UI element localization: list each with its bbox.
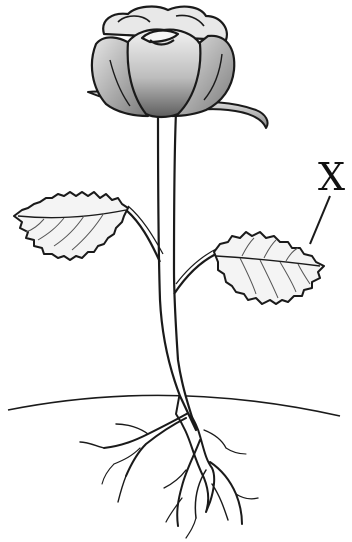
left-petiole xyxy=(126,210,160,262)
label-x-pointer xyxy=(310,196,330,244)
right-leaf xyxy=(214,232,324,304)
stem xyxy=(158,112,196,430)
label-x: X xyxy=(318,155,345,199)
ground-line xyxy=(8,395,340,416)
right-petiole xyxy=(174,254,216,294)
roots xyxy=(80,392,258,538)
left-leaf xyxy=(14,192,128,260)
rose-flower xyxy=(92,7,234,117)
